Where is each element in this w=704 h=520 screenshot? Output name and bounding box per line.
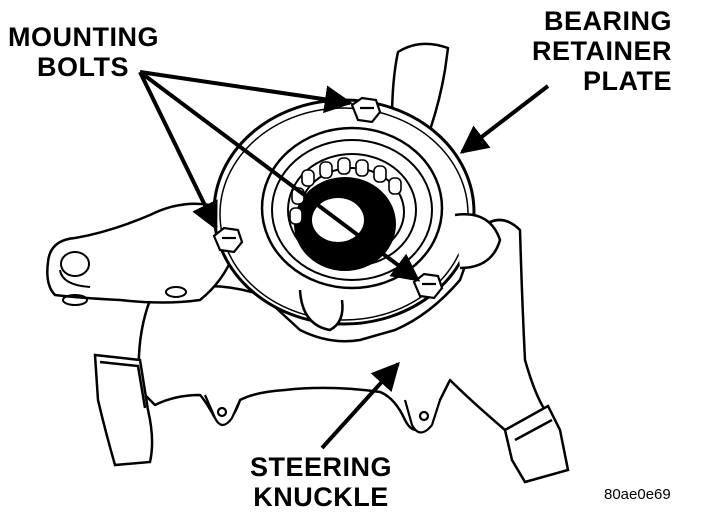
knuckle-label-line2: KNUCKLE (253, 482, 389, 512)
mounting-bolts (212, 96, 444, 300)
plate-notches (298, 213, 502, 332)
bearing-label-line2: RETAINER (531, 36, 672, 66)
lower-lugs (203, 394, 442, 434)
bolt-top (350, 96, 382, 124)
leader-arrows (138, 70, 550, 450)
bearing-retainer-plate-label: BEARING RETAINER PLATE (530, 6, 672, 96)
mounting-bolts-label-line1: MOUNTING (8, 22, 159, 52)
figure-code: 80ae0e69 (604, 486, 671, 503)
bearing-label-line3: PLATE (583, 66, 672, 96)
steering-knuckle-label: STEERING KNUCKLE (246, 452, 396, 512)
bearing-label-line1: BEARING (543, 6, 672, 36)
mounting-bolts-label-line2: BOLTS (37, 52, 129, 82)
bearing-rollers (289, 157, 402, 225)
mounting-bolts-label: MOUNTING BOLTS (8, 22, 158, 82)
bolt-left (212, 226, 244, 254)
bolt-right (412, 272, 444, 300)
arm-details (59, 251, 187, 306)
brake-pad-right (503, 404, 570, 484)
knuckle-label-line1: STEERING (249, 452, 393, 482)
brake-pad-left (93, 353, 154, 467)
